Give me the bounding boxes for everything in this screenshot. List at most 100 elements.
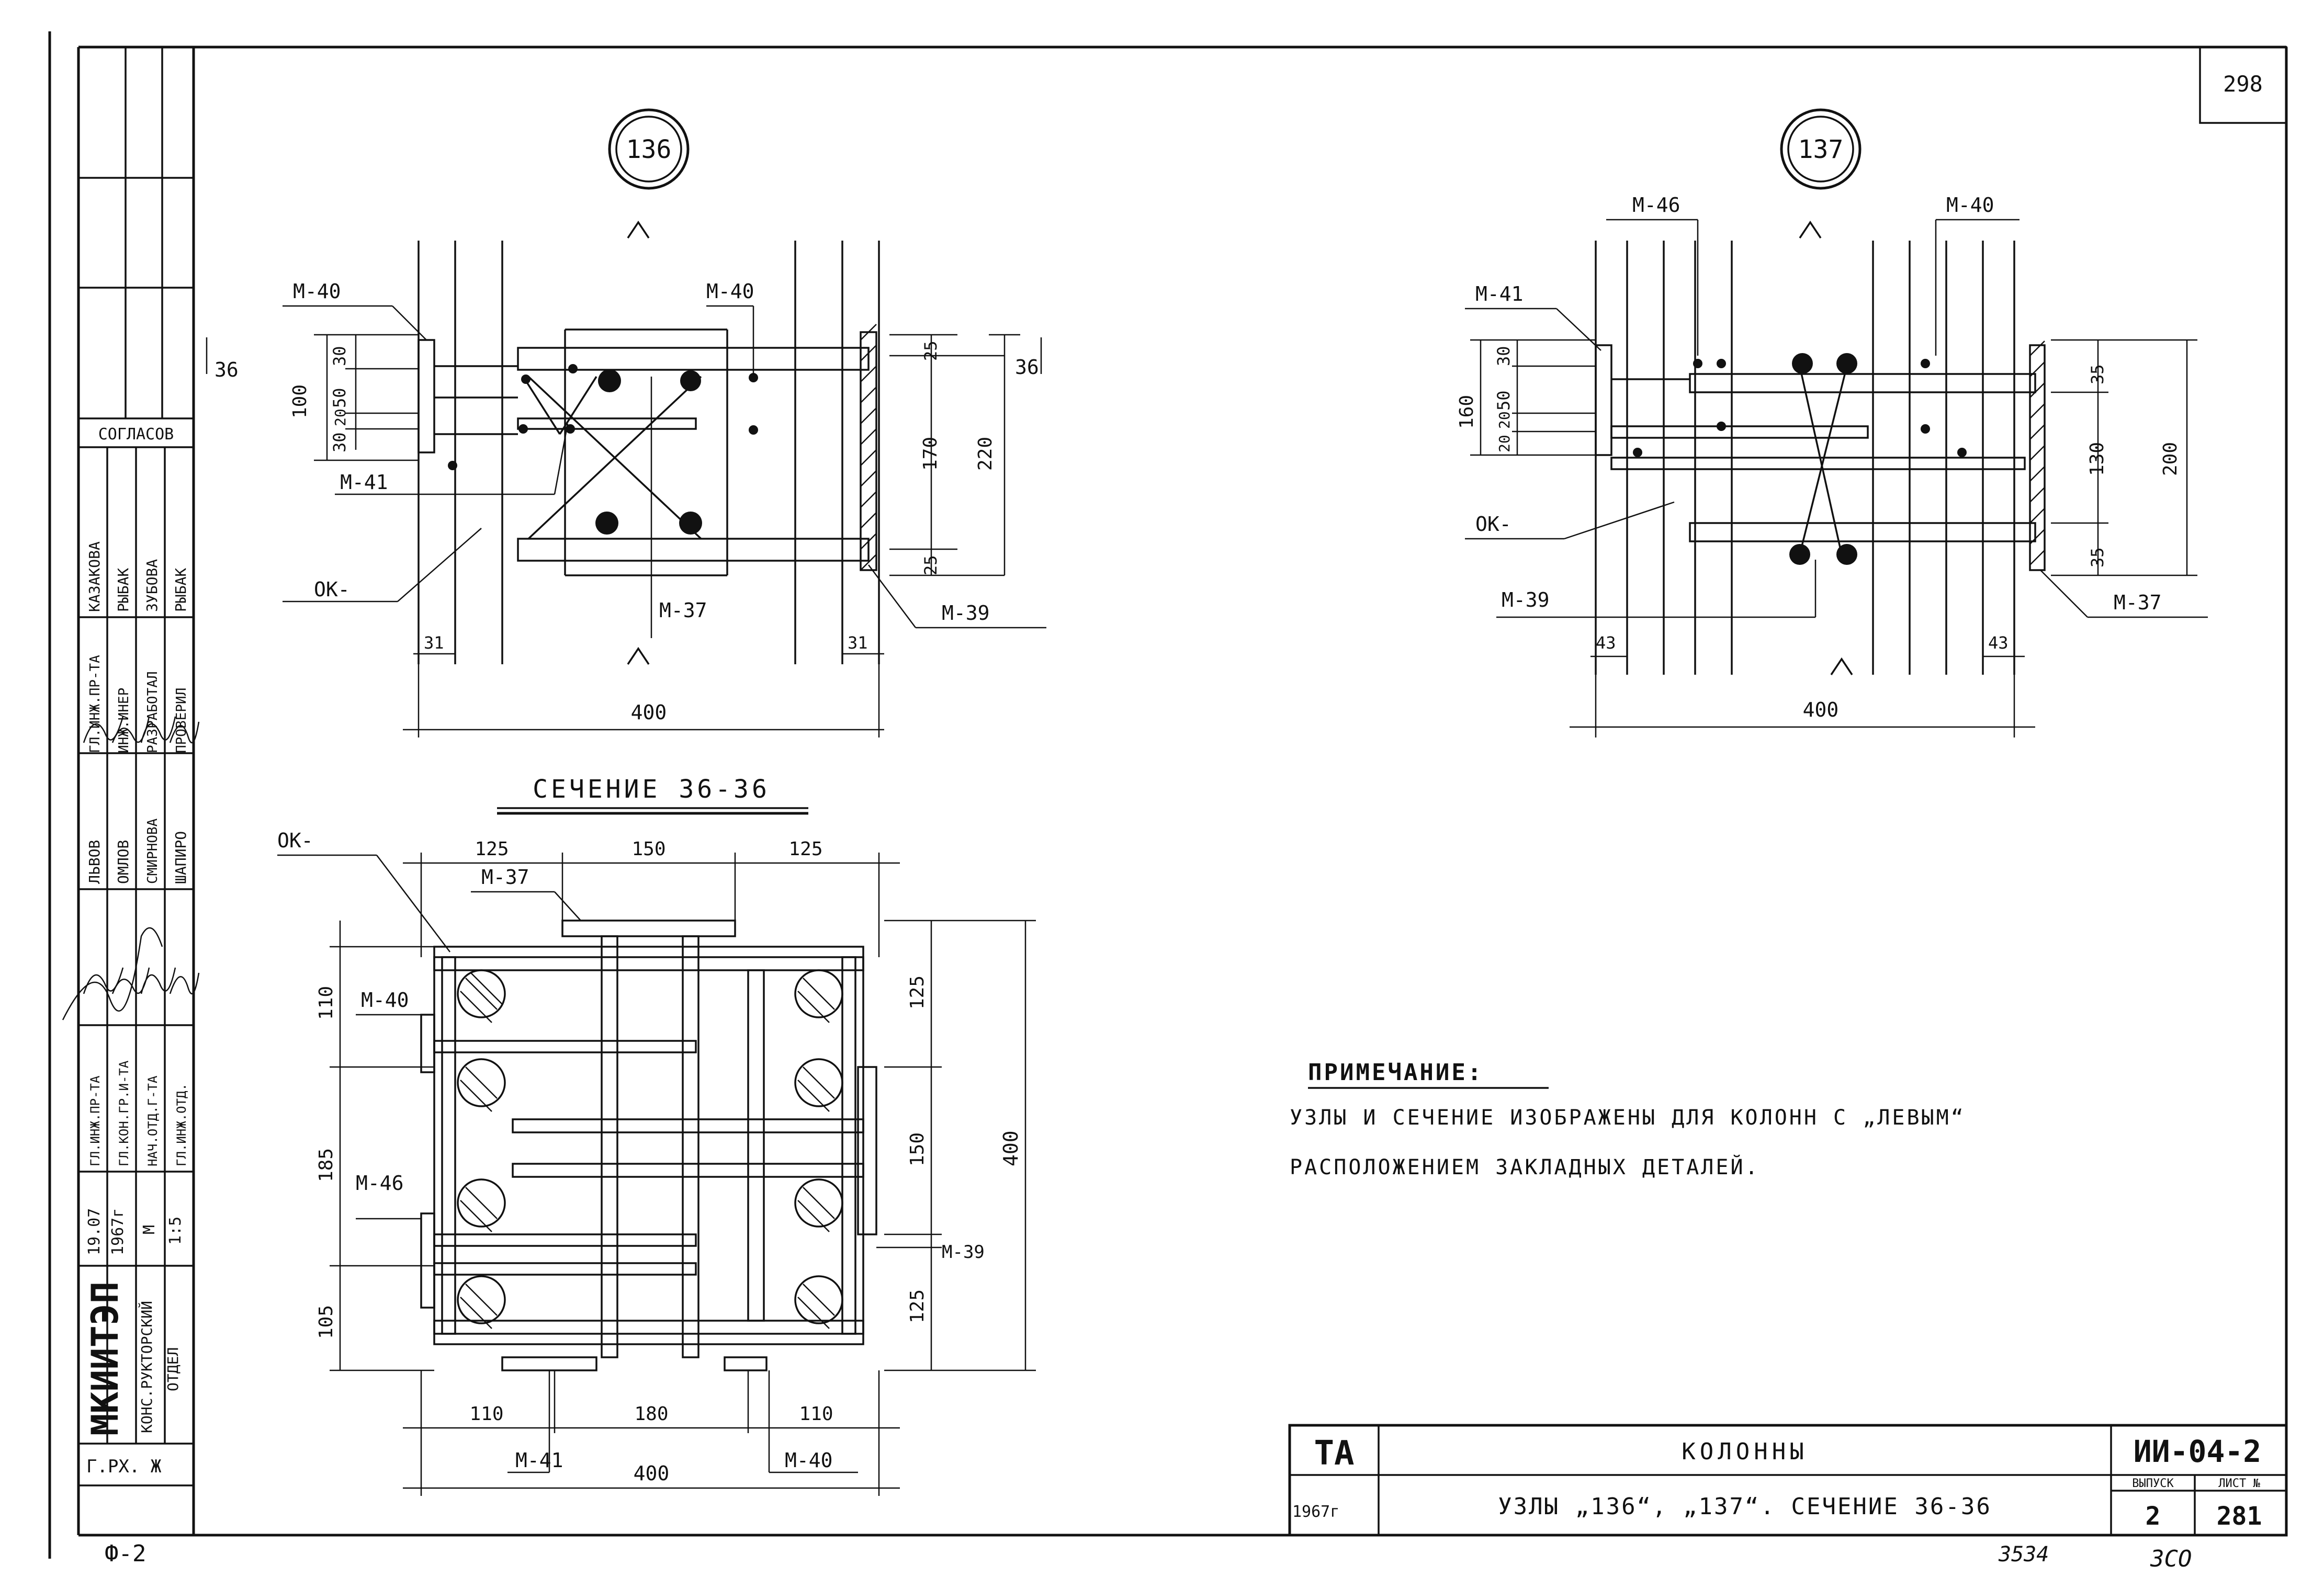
title-sheet-label: ЛИСТ № bbox=[2218, 1477, 2260, 1490]
node-136-rebars bbox=[448, 364, 758, 535]
node-136-dim-30b: 30 bbox=[330, 432, 349, 452]
node-136-label-m40-left: М-40 bbox=[293, 280, 341, 303]
node-137-dim-50: 50 bbox=[1494, 390, 1514, 411]
node-136-dim-170: 170 bbox=[920, 437, 941, 471]
node-136-dim-100: 100 bbox=[289, 384, 311, 418]
stamp-name-6: РЫБАК bbox=[115, 568, 132, 612]
stamp-position-6: ГЛ.КОН.ГР.И-ТА bbox=[117, 1060, 131, 1166]
node-136-dim-25a: 25 bbox=[921, 340, 941, 361]
node-136: 136 bbox=[206, 108, 1046, 737]
dept-line-2: ОТДЕЛ bbox=[164, 1347, 182, 1391]
section-label-m37: М-37 bbox=[481, 866, 529, 889]
stamp-name-7: ЗУБОВА bbox=[143, 559, 161, 612]
stamp-name-4: ШАПИРО bbox=[172, 831, 189, 884]
title-year: 1967г bbox=[1292, 1503, 1339, 1521]
section-dim-left-185: 185 bbox=[315, 1148, 337, 1182]
section-label-m40: М-40 bbox=[361, 989, 409, 1012]
stamp-signatures bbox=[62, 716, 200, 1020]
section-dim-bottom-110b: 110 bbox=[799, 1403, 833, 1425]
left-stamp: СОГЛАСОВ ГЛ.ИНЖ.ПР-ТА ИНЖ.ИНЕР РАЗРАБОТА… bbox=[62, 47, 200, 1486]
node-137-id: 137 bbox=[1798, 135, 1844, 164]
stamp-date-2: 1967г bbox=[109, 1208, 127, 1255]
section-dim-top-125a: 125 bbox=[475, 838, 509, 860]
agreed-label: СОГЛАСОВ bbox=[98, 425, 174, 444]
node-137-dim-20a: 20 bbox=[1496, 411, 1513, 429]
node-136-label-ok: ОК- bbox=[314, 578, 350, 601]
node-136-dim-50: 50 bbox=[330, 388, 349, 408]
note-line-2: РАСПОЛОЖЕНИЕМ ЗАКЛАДНЫХ ДЕТАЛЕЙ. bbox=[1290, 1154, 1760, 1179]
section-mark-left: 36 bbox=[215, 358, 239, 381]
section-mark-right: 36 bbox=[1015, 356, 1039, 379]
title-series: ИИ-04-2 bbox=[2134, 1434, 2261, 1469]
stamp-position-4: ПРОВЕРИЛ bbox=[174, 688, 189, 753]
sheet-frame bbox=[48, 31, 2288, 1559]
section-label-ok: ОК- bbox=[277, 829, 313, 852]
stamp-scale-label: М bbox=[140, 1225, 159, 1234]
note: ПРИМЕЧАНИЕ: УЗЛЫ И СЕЧЕНИЕ ИЗОБРАЖЕНЫ ДЛ… bbox=[1290, 1059, 1966, 1179]
node-137-dim-43-right: 43 bbox=[1988, 633, 2009, 653]
stamp-position-8: ГЛ.ИНЖ.ОТД. bbox=[174, 1083, 189, 1166]
node-137-label-ok: ОК- bbox=[1475, 513, 1511, 536]
section-dim-bottom-400: 400 bbox=[634, 1462, 670, 1485]
section-dim-left-110: 110 bbox=[315, 986, 337, 1020]
node-137-dim-43-left: 43 bbox=[1596, 633, 1616, 653]
section-label-m41: М-41 bbox=[515, 1449, 563, 1472]
note-line-1: УЗЛЫ И СЕЧЕНИЕ ИЗОБРАЖЕНЫ ДЛЯ КОЛОНН С „… bbox=[1290, 1106, 1966, 1130]
section-dim-top-125b: 125 bbox=[788, 838, 822, 860]
node-137-label-m40: М-40 bbox=[1946, 194, 1994, 217]
node-136-dim-31-right: 31 bbox=[848, 633, 868, 653]
title-issue-label: ВЫПУСК bbox=[2132, 1477, 2174, 1490]
archive-stamp: Г.РХ. Ж bbox=[86, 1456, 162, 1477]
stamp-name-2: ОМЛОВ bbox=[115, 840, 132, 884]
node-136-dim-25b: 25 bbox=[921, 555, 941, 575]
section-rebars bbox=[457, 969, 843, 1324]
node-137-label-m37: М-37 bbox=[2114, 591, 2162, 614]
note-title: ПРИМЕЧАНИЕ: bbox=[1308, 1059, 1483, 1086]
title-logo: ТА bbox=[1314, 1434, 1354, 1473]
node-137-dim-20b: 20 bbox=[1496, 435, 1513, 452]
section-dim-bottom-180: 180 bbox=[634, 1403, 668, 1425]
node-137-dim-130: 130 bbox=[2086, 442, 2108, 476]
page-number-box: 298 bbox=[2199, 46, 2287, 124]
node-137-dim-200: 200 bbox=[2160, 442, 2181, 476]
page-number: 298 bbox=[2223, 71, 2263, 97]
bottom-left-code: Ф-2 bbox=[105, 1540, 146, 1567]
node-137-dim-400: 400 bbox=[1803, 698, 1839, 721]
node-136-dim-31-left: 31 bbox=[424, 633, 444, 653]
node-136-dim-30a: 30 bbox=[330, 346, 349, 366]
title-block: ТА 1967г КОЛОННЫ УЗЛЫ „136“, „137“. СЕЧЕ… bbox=[1288, 1424, 2288, 1537]
stamp-position-1: ГЛ.ИНЖ.ПР-ТА bbox=[87, 655, 103, 753]
stamp-position-7: НАЧ.ОТД.Г-ТА bbox=[145, 1075, 160, 1166]
node-136-label-m41: М-41 bbox=[340, 471, 388, 494]
section-dim-left-105: 105 bbox=[315, 1305, 337, 1339]
stamp-name-8: РЫБАК bbox=[172, 568, 189, 612]
stamp-date-1: 19.07 bbox=[85, 1208, 104, 1255]
node-137-label-m46: М-46 bbox=[1632, 194, 1680, 217]
org-name: МКИИТЭП bbox=[84, 1281, 127, 1436]
section-label-m40-bottom: М-40 bbox=[785, 1449, 833, 1472]
node-136-dim-400: 400 bbox=[631, 701, 667, 724]
node-136-label-m39: М-39 bbox=[942, 601, 990, 625]
title-subject: КОЛОННЫ bbox=[1682, 1438, 1808, 1465]
node-136-dim-220: 220 bbox=[975, 437, 996, 471]
section-label-m46: М-46 bbox=[356, 1172, 404, 1195]
node-136-id: 136 bbox=[626, 135, 672, 164]
section-36-36: СЕЧЕНИЕ 36-36 bbox=[277, 775, 1036, 1496]
section-dim-top-150: 150 bbox=[631, 838, 665, 860]
dept-line-1: КОНС.РУКТОРСКИЙ bbox=[138, 1301, 155, 1433]
section-dim-right-150: 150 bbox=[907, 1132, 928, 1166]
stamp-scale-value: 1:5 bbox=[166, 1217, 185, 1245]
stamp-position-2: ИНЖ.ИНЕР bbox=[116, 688, 132, 753]
node-136-label-m40-right: М-40 bbox=[706, 280, 754, 303]
section-dim-right-125a: 125 bbox=[907, 975, 928, 1009]
section-dim-bottom-110a: 110 bbox=[469, 1403, 503, 1425]
node-137: 137 bbox=[1456, 108, 2208, 737]
node-137-dim-30: 30 bbox=[1494, 346, 1514, 366]
section-label-m39: М-39 bbox=[942, 1242, 985, 1263]
bottom-right-number: 3СО bbox=[2150, 1546, 2192, 1572]
title-description: УЗЛЫ „136“, „137“. СЕЧЕНИЕ 36-36 bbox=[1498, 1493, 1992, 1520]
stamp-name-3: СМИРНОВА bbox=[145, 818, 161, 884]
stamp-name-1: ЛЬВОВ bbox=[86, 840, 103, 884]
section-dim-right-125b: 125 bbox=[907, 1289, 928, 1323]
